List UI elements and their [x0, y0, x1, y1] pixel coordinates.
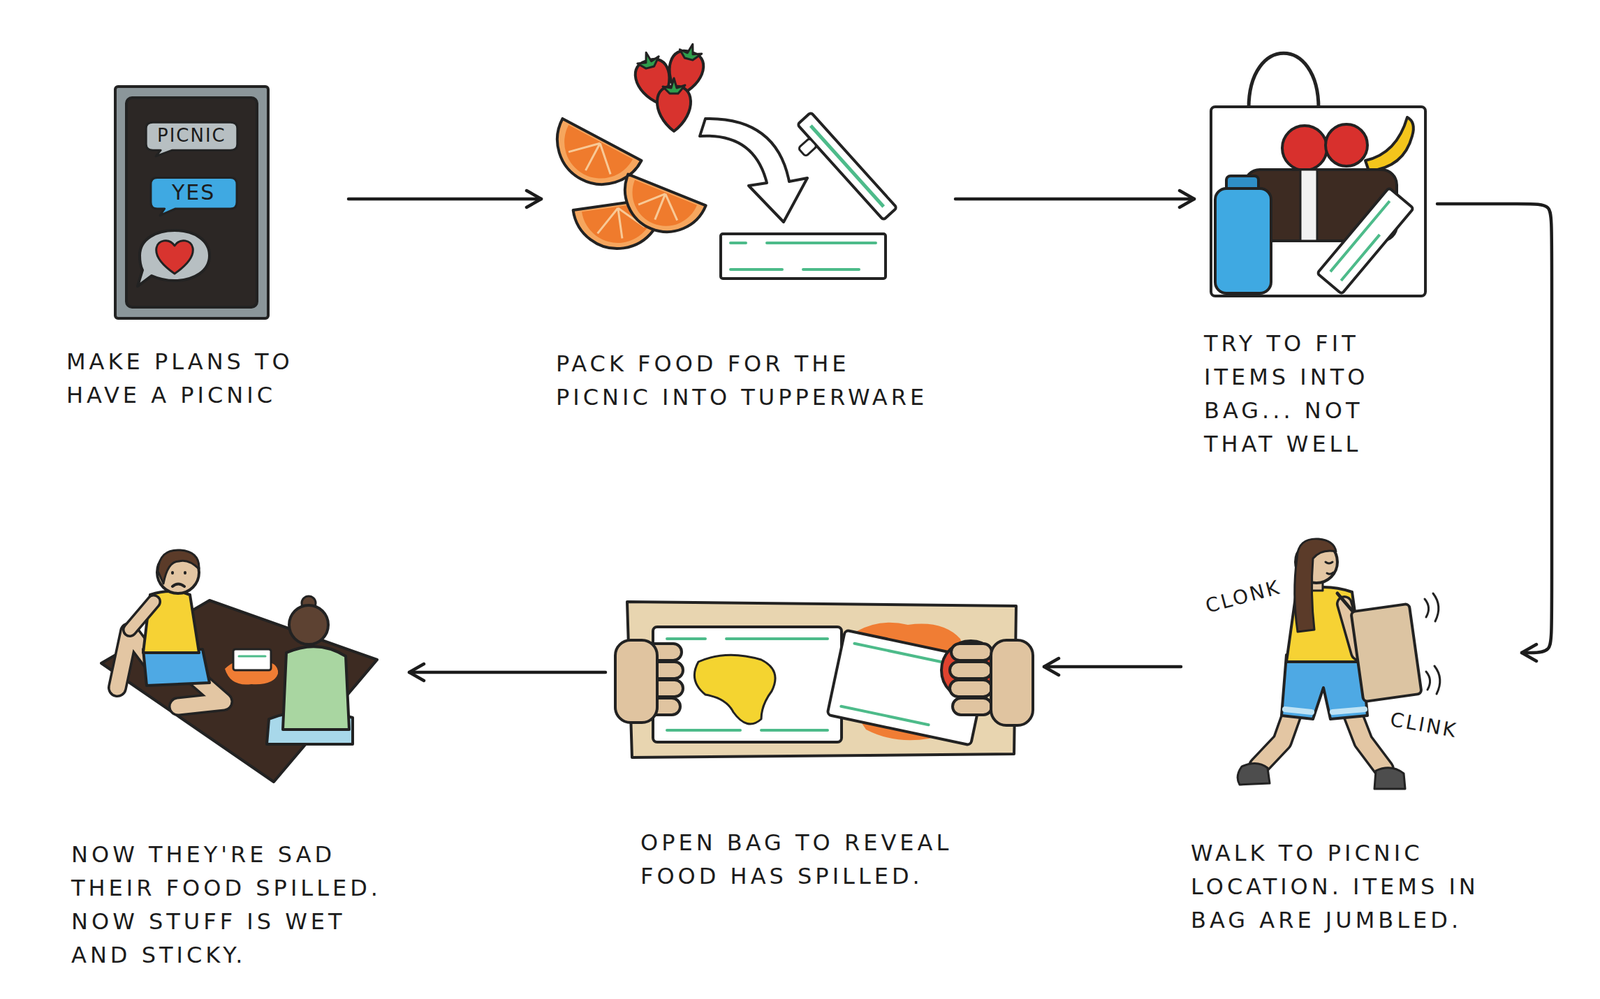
speech-bubble: PICNIC	[143, 120, 241, 158]
bubble-text: YES	[171, 180, 216, 205]
finger	[951, 643, 992, 661]
bubble-shape	[145, 122, 238, 157]
packing-arrow	[699, 118, 808, 223]
tupperware-box	[1317, 187, 1414, 295]
orange-rind	[612, 174, 707, 246]
strawberry-leaves	[678, 41, 704, 63]
step-caption: NOW THEY'RE SAD THEIR FOOD SPILLED. NOW …	[71, 838, 400, 973]
lid-body	[797, 112, 897, 220]
bag-interior	[627, 602, 1017, 758]
green-top	[282, 646, 350, 730]
finger	[949, 662, 992, 679]
palm	[991, 640, 1033, 726]
blanket	[101, 600, 378, 783]
bag-tupperware	[1317, 187, 1414, 295]
step-caption: TRY TO FIT ITEMS INTO BAG... NOT THAT WE…	[1204, 326, 1414, 461]
shorts	[1281, 655, 1368, 720]
bubble-text: PICNIC	[157, 123, 227, 148]
bag-handle	[1248, 53, 1319, 109]
heart-bubble	[137, 230, 210, 287]
flow-arrow	[409, 671, 606, 675]
step-caption: WALK TO PICNIC LOCATION. ITEMS IN BAG AR…	[1190, 836, 1506, 938]
shoe	[1374, 768, 1406, 790]
shorts-cuffs	[1285, 709, 1365, 713]
water-bottle	[1215, 188, 1272, 294]
step-panel: TRY TO FIT ITEMS INTO BAG... NOT THAT WE…	[1204, 46, 1428, 466]
strawberry-leaves	[662, 78, 686, 94]
arm	[129, 602, 154, 630]
flow-arrow	[1437, 203, 1552, 653]
step-panel: OPEN BAG TO REVEAL FOOD HAS SPILLED.	[615, 597, 1035, 898]
small-container	[233, 649, 271, 671]
bag-body	[1210, 106, 1426, 297]
connectors	[348, 199, 1552, 673]
hand	[615, 640, 684, 723]
orange-slices	[541, 118, 706, 255]
speech-bubble: YES	[148, 175, 240, 218]
palm	[615, 640, 658, 723]
strawberry	[657, 78, 691, 132]
step-caption: OPEN BAG TO REVEAL FOOD HAS SPILLED.	[640, 826, 1018, 894]
apple	[1325, 124, 1368, 167]
lid-tab	[798, 138, 818, 158]
packed-bag	[1210, 53, 1426, 297]
sound-effect: CLONK	[1202, 575, 1284, 619]
finger	[949, 680, 992, 697]
shorts	[143, 649, 210, 686]
phone-body	[115, 86, 269, 319]
orange-flesh	[551, 125, 633, 192]
container-stripes	[666, 639, 828, 731]
apple	[1282, 125, 1327, 171]
container-body	[720, 233, 886, 279]
tote-body	[1350, 604, 1422, 702]
sad-face	[172, 572, 186, 587]
head	[289, 605, 329, 645]
picnic-scene	[101, 550, 378, 783]
lid-stripe	[810, 125, 884, 207]
sound-lines	[1424, 593, 1441, 695]
phone-illustration	[115, 86, 269, 319]
hand	[949, 640, 1033, 726]
tupperware-stripes	[1330, 201, 1401, 281]
phone-screen	[126, 97, 258, 308]
orange-segments	[635, 185, 686, 228]
step-panel: PACK FOOD FOR THE PICNIC INTO TUPPERWARE	[551, 41, 946, 419]
yellow-spill	[694, 655, 776, 725]
flow-arrow	[1044, 665, 1181, 670]
step-caption: MAKE PLANS TO HAVE A PICNIC	[66, 345, 332, 413]
heart	[156, 240, 194, 274]
strawberry-leaves	[635, 49, 662, 71]
container-stripe	[238, 655, 266, 658]
blanket-strap	[1300, 169, 1318, 241]
orange-slice	[612, 174, 707, 246]
banana	[1365, 117, 1414, 172]
spilled-tray	[615, 602, 1033, 758]
container-stripes	[730, 243, 876, 270]
tote-bag	[1350, 604, 1422, 702]
sound-effect: CLINK	[1388, 708, 1460, 744]
step-panel: NOW THEY'RE SAD THEIR FOOD SPILLED. NOW …	[71, 551, 400, 977]
hair	[1294, 539, 1337, 633]
arm-outline	[129, 602, 154, 630]
tupperware-lid	[785, 112, 897, 231]
tupperware-container	[720, 233, 886, 279]
finger	[952, 698, 992, 716]
step-caption: PACK FOOD FOR THE PICNIC INTO TUPPERWARE	[555, 347, 944, 415]
flow-arrow	[955, 197, 1195, 202]
face	[1325, 562, 1334, 575]
strawberries	[629, 39, 709, 132]
orange-flesh	[622, 180, 697, 237]
bubble-shape	[150, 178, 237, 216]
walking-person	[1237, 539, 1441, 790]
hair	[157, 550, 200, 584]
shoe	[1237, 763, 1270, 785]
orange-segments	[564, 131, 622, 182]
step-panel: MAKE PLANS TO HAVE A PICNIC PICNIC YES	[66, 86, 339, 417]
flow-arrow	[348, 197, 542, 202]
